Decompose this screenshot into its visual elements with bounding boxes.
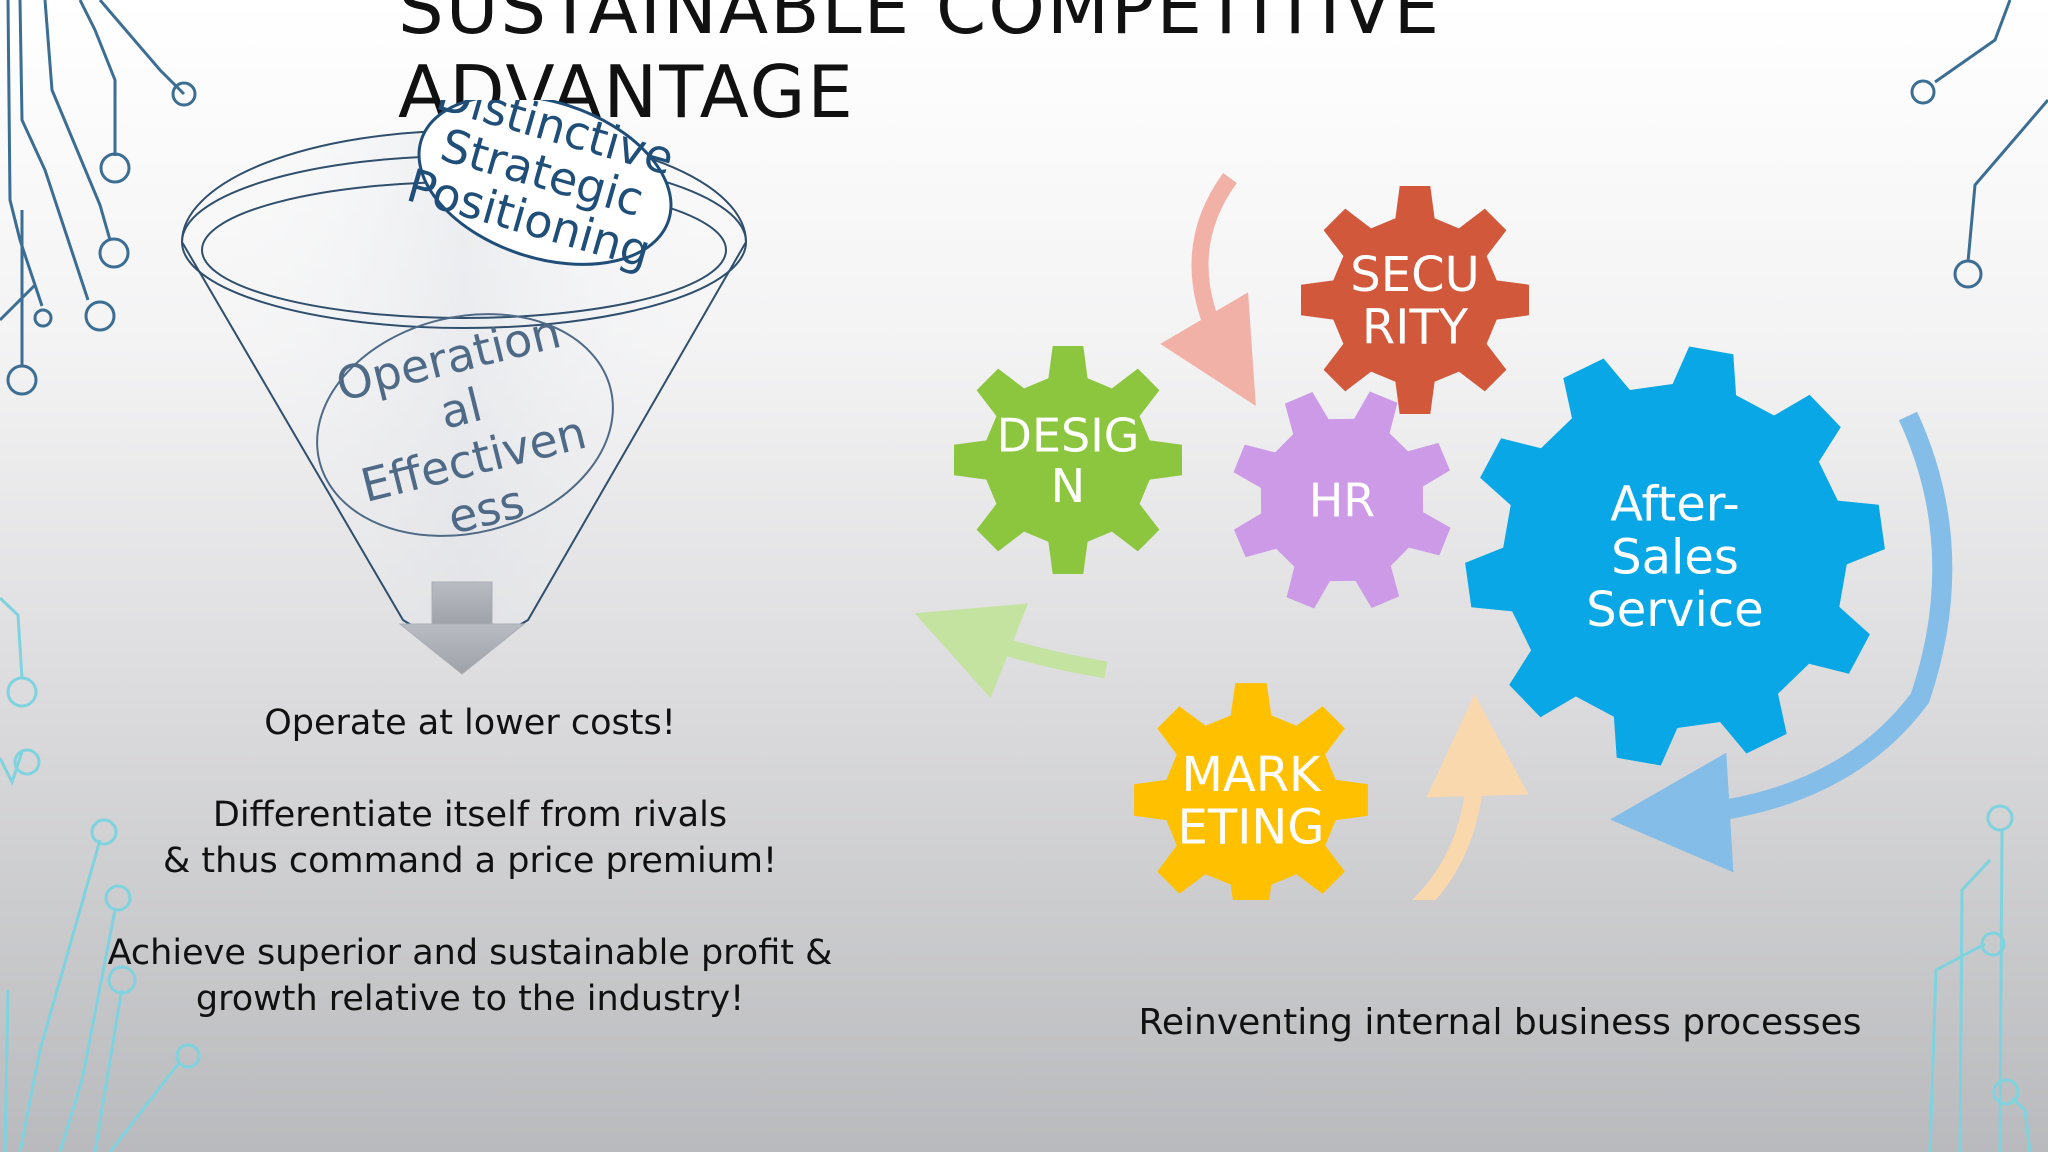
gear-marketing-shape — [1134, 683, 1368, 900]
gears-caption: Reinventing internal business processes — [1138, 1002, 1862, 1043]
gear-security-shape — [1301, 186, 1529, 414]
title-line-1: SUSTAINABLE COMPETITIVE — [398, 0, 1442, 50]
cycle-arrows — [914, 172, 1953, 900]
funnel-diagram: DistinctiveStrategicPositioning Operatio… — [180, 100, 748, 675]
gear-label-line: N — [1051, 459, 1085, 513]
gear-label-line: MARK — [1181, 747, 1322, 803]
gear-label-line: Service — [1586, 582, 1763, 638]
gear-design-shape — [954, 346, 1182, 574]
cycle-arrow-peach — [1412, 694, 1529, 900]
gear-hr-shape — [1233, 391, 1451, 609]
strategic-positioning-outline — [417, 100, 673, 266]
funnel-output-arrowhead — [398, 623, 526, 675]
gear-label-line: After- — [1610, 477, 1740, 533]
outcome-gap — [60, 884, 880, 930]
funnel-output-stem — [431, 581, 493, 625]
gear-after-sales-service-shape — [1465, 346, 1885, 766]
gear-label-line: HR — [1309, 474, 1376, 528]
outcome-line: Differentiate itself from rivals — [212, 795, 728, 835]
gear-label-line: SECU — [1350, 247, 1479, 303]
cycle-arrow-pink — [1160, 172, 1256, 406]
gear-hr: HR — [1233, 391, 1451, 609]
gear-hr-label: HR — [1309, 474, 1376, 528]
outcome-line: & thus command a price premium! — [163, 841, 777, 881]
outcome-line: Operate at lower costs! — [264, 703, 676, 743]
gear-label-line: Sales — [1611, 529, 1739, 585]
outcome-gap — [60, 746, 880, 792]
outcome-line: growth relative to the industry! — [195, 979, 745, 1019]
cycle-arrow-green — [914, 603, 1108, 699]
funnel-outcomes: Operate at lower costs! Differentiate its… — [60, 700, 880, 1022]
cycle-arrow-blue — [1610, 411, 1953, 873]
gear-label-line: RITY — [1362, 300, 1469, 356]
gear-label-line: ETING — [1178, 800, 1325, 856]
outcome-line: Achieve superior and sustainable profit … — [107, 933, 833, 973]
operational-effectiveness-outline — [316, 313, 614, 537]
gear-label-line: DESIG — [997, 408, 1140, 462]
